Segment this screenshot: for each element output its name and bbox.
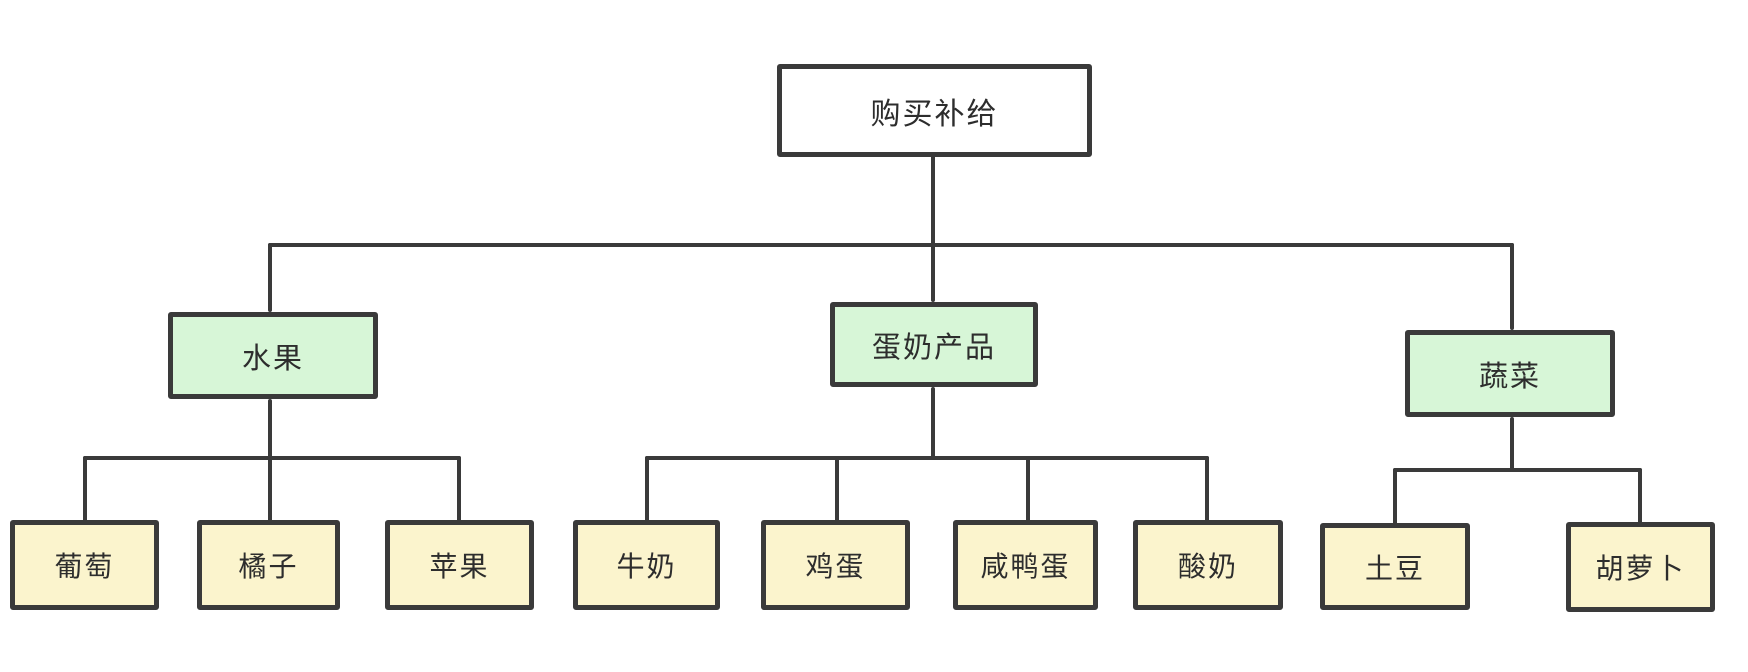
connector-yogurt-drop: [1205, 456, 1209, 522]
node-potato[interactable]: 土豆: [1320, 523, 1470, 610]
connector-egg-drop: [835, 456, 839, 522]
connector-potato-drop: [1393, 468, 1397, 525]
connector-salted-duck-egg-drop: [1026, 456, 1030, 522]
node-buy-supplies[interactable]: 购买补给: [777, 64, 1092, 157]
connector-vegetables-rail: [1393, 468, 1642, 472]
node-egg-dairy[interactable]: 蛋奶产品: [830, 302, 1038, 387]
connector-egg-dairy-rail: [645, 456, 1209, 460]
connector-orange-drop: [268, 456, 272, 522]
node-salted-duck-egg[interactable]: 咸鸭蛋: [953, 520, 1098, 610]
connector-vegetables-drop: [1510, 243, 1514, 330]
connector-carrot-drop: [1638, 468, 1642, 524]
connector-egg-dairy-stem: [931, 387, 935, 460]
node-carrot[interactable]: 胡萝卜: [1566, 522, 1715, 612]
node-grape[interactable]: 葡萄: [10, 520, 159, 610]
connector-apple-drop: [457, 456, 461, 522]
node-milk[interactable]: 牛奶: [573, 520, 720, 610]
node-yogurt[interactable]: 酸奶: [1133, 520, 1283, 610]
connector-vegetables-stem: [1510, 417, 1514, 472]
node-orange[interactable]: 橘子: [197, 520, 340, 610]
connector-root-stem: [931, 155, 935, 302]
connector-fruit-drop: [268, 243, 272, 312]
connector-fruit-rail: [83, 456, 461, 460]
node-apple[interactable]: 苹果: [385, 520, 534, 610]
connector-milk-drop: [645, 456, 649, 522]
node-vegetables[interactable]: 蔬菜: [1405, 330, 1615, 417]
connector-fruit-stem: [268, 399, 272, 460]
connector-grape-drop: [83, 456, 87, 522]
node-fruit[interactable]: 水果: [168, 312, 378, 399]
node-egg[interactable]: 鸡蛋: [761, 520, 910, 610]
connector-level1-rail: [268, 243, 1514, 247]
